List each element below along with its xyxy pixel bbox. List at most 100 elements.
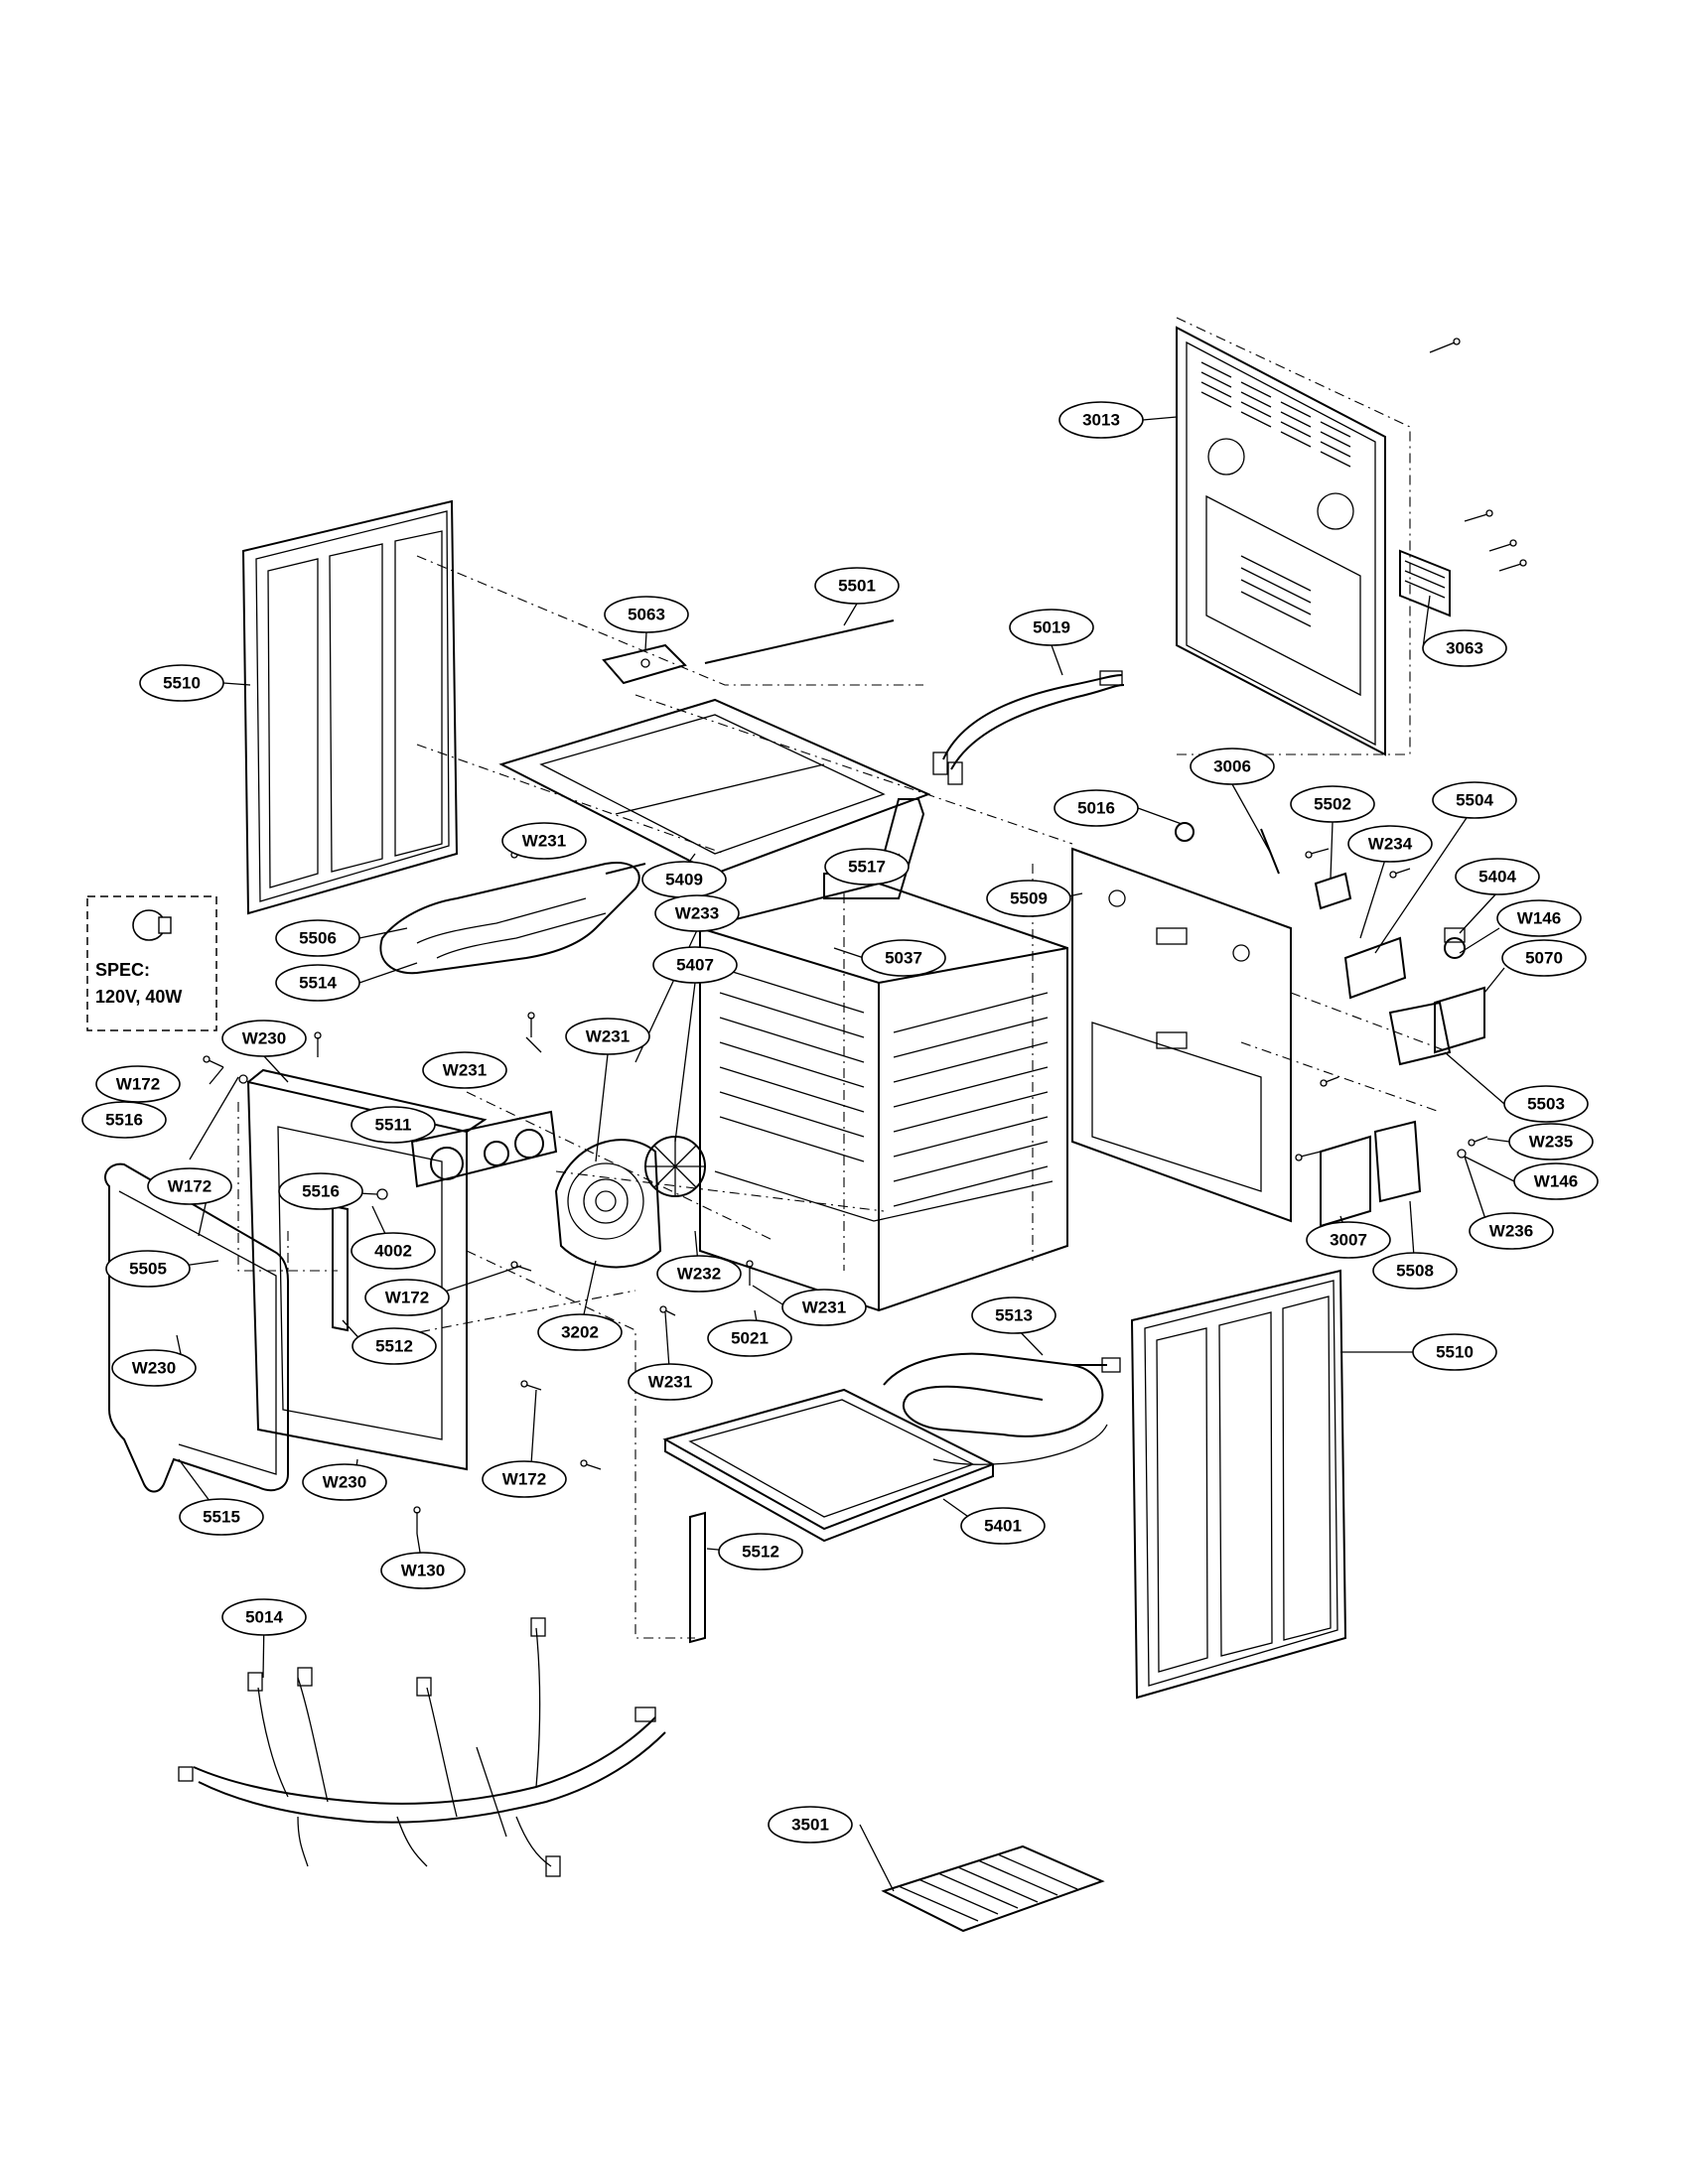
callout-3006: 3006: [1190, 748, 1275, 785]
callout-W231-cavity: W231: [781, 1289, 867, 1326]
callout-5508: 5508: [1372, 1252, 1458, 1290]
screws-3013: [1429, 338, 1527, 572]
wire-harness-5014: [178, 1617, 666, 1877]
svg-text:3202: 3202: [561, 1323, 599, 1342]
spec-line-2: 120V, 40W: [95, 987, 182, 1007]
svg-text:5021: 5021: [731, 1329, 769, 1348]
callout-5517: 5517: [824, 848, 910, 886]
svg-text:W231: W231: [586, 1027, 630, 1046]
rod-5501: [704, 619, 895, 664]
callout-W146-bottom: W146: [1513, 1162, 1599, 1200]
svg-text:5517: 5517: [848, 858, 886, 877]
vent-cover-3063: [1399, 549, 1451, 617]
callout-W236: W236: [1469, 1212, 1554, 1250]
callout-5513: 5513: [971, 1297, 1056, 1334]
wire-harness-5019: [932, 670, 1125, 785]
svg-text:5409: 5409: [665, 871, 703, 889]
svg-text:5509: 5509: [1010, 889, 1048, 908]
bracket-5504: [1343, 936, 1407, 1000]
callout-5401: 5401: [960, 1507, 1046, 1545]
light-assembly-5511: [410, 1110, 558, 1188]
svg-text:5037: 5037: [885, 949, 922, 968]
callout-W231-top: W231: [501, 822, 587, 860]
svg-text:5510: 5510: [163, 674, 201, 693]
svg-text:W230: W230: [323, 1473, 366, 1492]
svg-text:W231: W231: [522, 832, 566, 851]
svg-text:W235: W235: [1529, 1133, 1573, 1152]
bracket-5063: [602, 643, 687, 685]
svg-text:5514: 5514: [299, 974, 337, 993]
callout-W172-top: W172: [95, 1065, 181, 1103]
svg-text:5016: 5016: [1077, 799, 1115, 818]
callout-5021: 5021: [707, 1319, 792, 1357]
callout-5407: 5407: [652, 946, 738, 984]
svg-text:W231: W231: [648, 1373, 692, 1392]
callout-4002: 4002: [351, 1232, 436, 1270]
callout-W172-bottom: W172: [482, 1460, 567, 1498]
rear-cover-3013: [1176, 326, 1386, 756]
svg-text:W172: W172: [116, 1075, 160, 1094]
svg-text:5501: 5501: [838, 577, 876, 596]
side-panel-5510-left: [241, 499, 459, 915]
svg-text:5404: 5404: [1478, 868, 1516, 887]
callout-5514: 5514: [275, 964, 360, 1002]
callout-W130: W130: [380, 1552, 466, 1589]
svg-text:W231: W231: [802, 1298, 846, 1317]
callout-W230-top: W230: [221, 1020, 307, 1057]
side-panel-5510-right: [1130, 1269, 1347, 1700]
svg-text:5014: 5014: [245, 1608, 283, 1627]
callout-5509: 5509: [986, 880, 1071, 917]
callout-W231-bottom: W231: [628, 1363, 713, 1401]
bracket-3007: [1320, 1135, 1371, 1228]
svg-text:W230: W230: [242, 1029, 286, 1048]
callout-5070: 5070: [1501, 939, 1587, 977]
callout-5504: 5504: [1432, 781, 1517, 819]
svg-text:5502: 5502: [1314, 795, 1351, 814]
callout-5506: 5506: [275, 919, 360, 957]
bracket-5503: [1388, 1001, 1452, 1066]
svg-text:W130: W130: [401, 1562, 445, 1580]
svg-text:5070: 5070: [1525, 949, 1563, 968]
fan-blade-5407: [644, 1136, 706, 1197]
svg-text:W172: W172: [385, 1289, 429, 1307]
svg-text:W234: W234: [1368, 835, 1413, 854]
callout-5511: 5511: [351, 1106, 436, 1144]
bake-element-5513: [883, 1352, 1121, 1465]
callout-5516-center: 5516: [278, 1172, 363, 1210]
svg-text:W146: W146: [1534, 1172, 1578, 1191]
bottom-tray-5401: [662, 1388, 996, 1543]
svg-text:5505: 5505: [129, 1260, 167, 1279]
hinge-bracket-5512a: [689, 1511, 706, 1644]
callout-W234: W234: [1347, 825, 1433, 863]
callout-5502: 5502: [1290, 785, 1375, 823]
callout-5014: 5014: [221, 1598, 307, 1636]
svg-text:5503: 5503: [1527, 1095, 1565, 1114]
callout-5063: 5063: [604, 596, 689, 633]
top-panel-5409: [498, 698, 931, 876]
svg-text:5512: 5512: [742, 1543, 779, 1562]
callout-W231-mid: W231: [422, 1051, 507, 1089]
callout-5409: 5409: [641, 861, 727, 898]
bracket-5502: [1314, 872, 1352, 910]
svg-text:W231: W231: [443, 1061, 487, 1080]
svg-text:5504: 5504: [1456, 791, 1493, 810]
svg-text:W172: W172: [502, 1470, 546, 1489]
svg-text:5063: 5063: [628, 606, 665, 624]
svg-text:5513: 5513: [995, 1306, 1033, 1325]
svg-text:4002: 4002: [374, 1242, 412, 1261]
svg-text:5407: 5407: [676, 956, 714, 975]
svg-text:W230: W230: [132, 1359, 176, 1378]
callout-5503: 5503: [1503, 1085, 1589, 1123]
oven-rack-3501: [881, 1844, 1105, 1933]
svg-text:3501: 3501: [791, 1816, 829, 1835]
callouts: 3013 3063 5063 5501 5019 5510 3006 5016 …: [81, 401, 1599, 1843]
broil-element-5506: [379, 862, 646, 975]
callout-W232: W232: [656, 1255, 742, 1293]
callout-W230-bottom: W230: [302, 1463, 387, 1501]
svg-text:5515: 5515: [203, 1508, 240, 1527]
callout-W235: W235: [1508, 1123, 1594, 1160]
svg-text:5508: 5508: [1396, 1262, 1434, 1281]
callout-5404: 5404: [1455, 858, 1540, 895]
callout-5516-left: 5516: [81, 1101, 167, 1139]
svg-text:3013: 3013: [1082, 411, 1120, 430]
